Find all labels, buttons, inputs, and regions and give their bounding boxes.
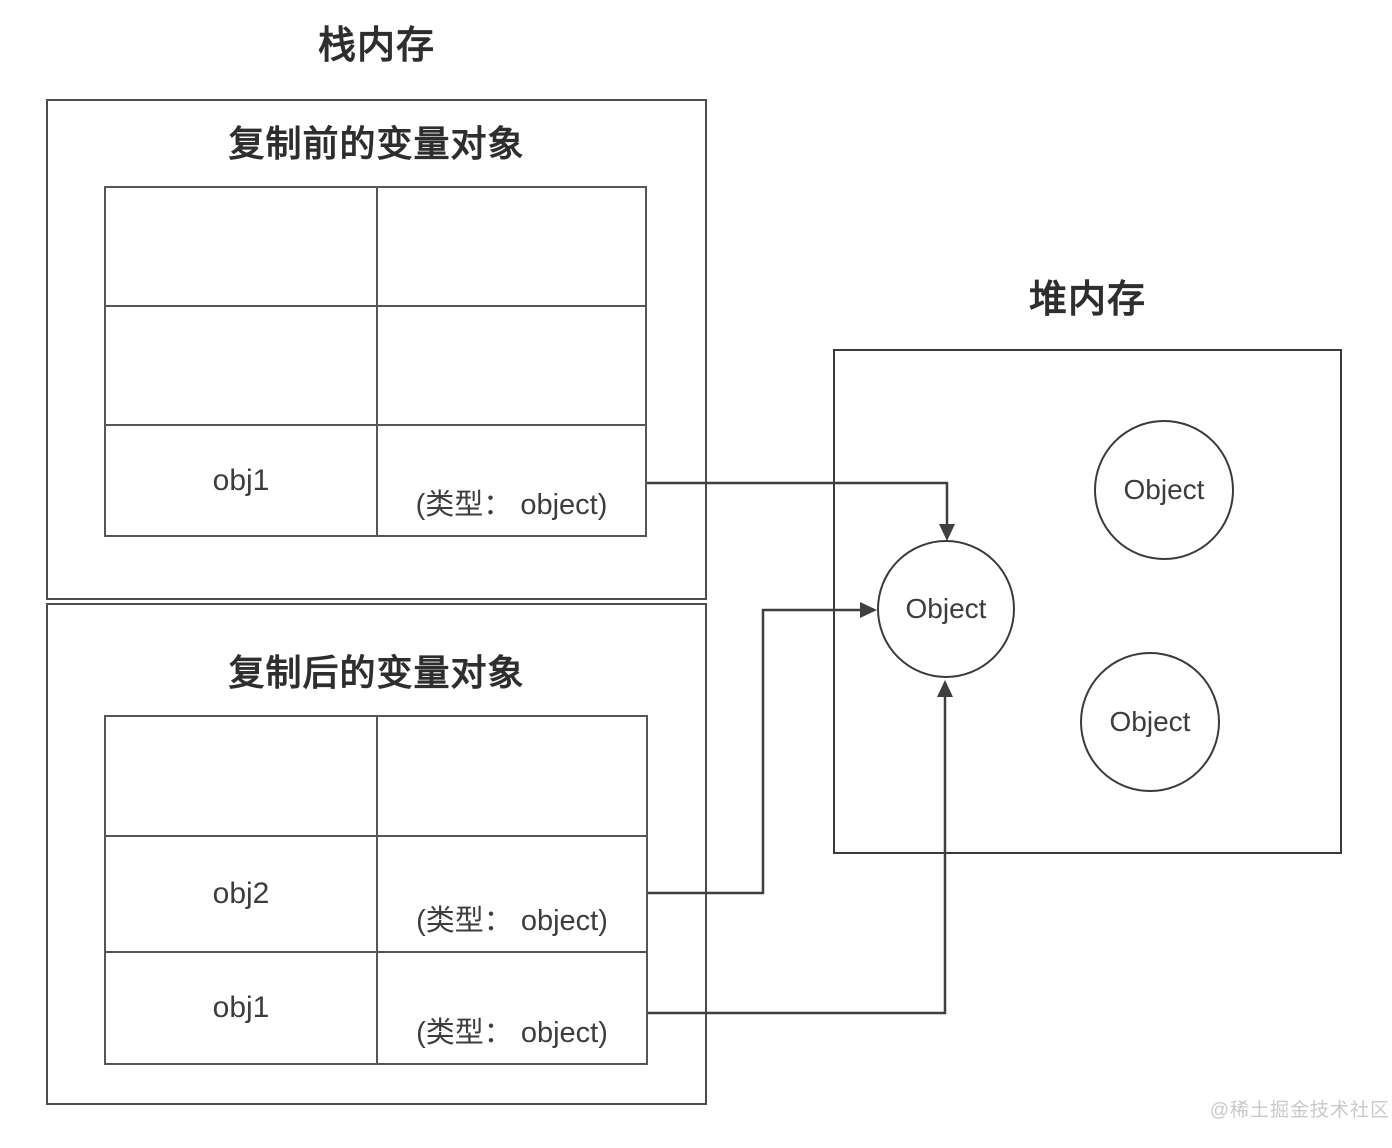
variable-name-cell (106, 188, 378, 305)
after-copy-title: 复制后的变量对象 (228, 652, 525, 693)
variable-name-cell (106, 307, 378, 424)
variable-name-cell: obj1 (106, 426, 378, 535)
stack-memory-title: 栈内存 (317, 25, 435, 67)
before-variables-table: obj1 (类型： object) (104, 186, 647, 537)
watermark: @稀土掘金技术社区 (1209, 1100, 1390, 1121)
heap-object-top-right: Object (1094, 420, 1234, 560)
variable-name-cell (106, 717, 378, 835)
heap-object-main: Object (877, 540, 1015, 678)
table-row (106, 305, 645, 424)
variable-name-cell: obj1 (106, 953, 378, 1063)
variable-type-cell (378, 188, 645, 305)
table-row (106, 717, 646, 835)
variable-type-cell: (类型： object) (416, 1017, 608, 1049)
after-variables-table: obj2 (类型： object) obj1 (类型： object) (104, 715, 648, 1065)
heap-memory-title: 堆内存 (1028, 279, 1146, 321)
heap-object-bottom-right: Object (1080, 652, 1220, 792)
table-row: obj2 (类型： object) (106, 835, 646, 951)
table-row (106, 188, 645, 305)
variable-type-cell (378, 717, 646, 835)
table-row: obj1 (类型： object) (106, 951, 646, 1063)
variable-type-cell: (类型： object) (415, 489, 608, 521)
table-row: obj1 (类型： object) (106, 424, 645, 535)
variable-name-cell: obj2 (106, 837, 378, 951)
variable-type-cell (378, 307, 645, 424)
variable-type-cell: (类型： object) (416, 905, 608, 937)
before-copy-title: 复制前的变量对象 (228, 123, 525, 164)
